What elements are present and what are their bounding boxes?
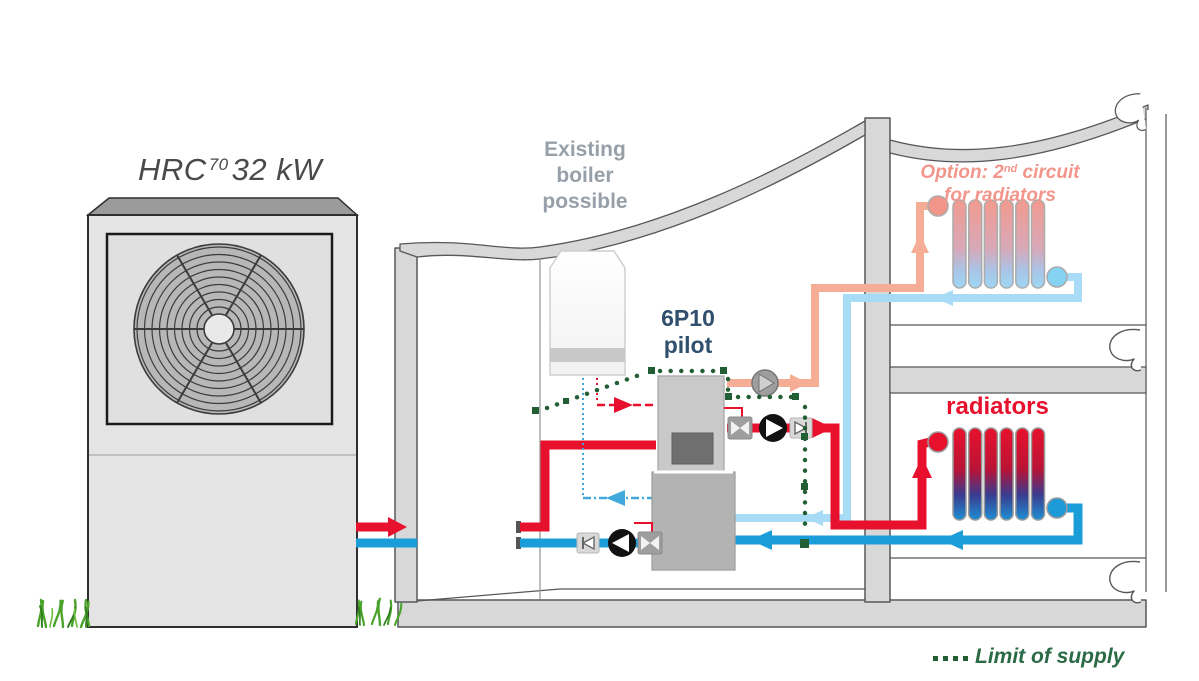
valve-icon <box>634 522 663 555</box>
radiator-inlet <box>927 431 949 453</box>
radiator-main-lower <box>927 427 1068 521</box>
floor-edge-line <box>416 588 888 602</box>
upper-floor <box>889 324 1147 394</box>
floor-curl <box>1109 328 1142 372</box>
limit-dots-icon <box>532 367 809 548</box>
left-wall <box>394 247 418 603</box>
pump-icon <box>751 369 779 397</box>
red-supply-pipe <box>356 418 932 537</box>
pump-icon <box>759 414 787 442</box>
radiator-outlet <box>1046 266 1068 288</box>
right-roof-band <box>889 104 1149 163</box>
radiator-outlet <box>1046 497 1068 519</box>
house-structure <box>394 92 1167 628</box>
existing-boiler <box>549 250 626 376</box>
legend-limit-dots <box>933 656 968 661</box>
grass-icon <box>36 598 91 629</box>
indoor-pilot-unit <box>651 375 736 571</box>
fan-icon <box>133 243 305 415</box>
radiator-inlet <box>927 195 949 217</box>
grass-icon <box>354 597 403 627</box>
check-valve-icon <box>576 532 600 554</box>
heat-pump-outdoor-unit <box>85 197 359 628</box>
ground-slab <box>397 599 1147 628</box>
valve-icon <box>724 407 753 440</box>
radiator-option-upper <box>927 195 1068 289</box>
salmon-option-pipe <box>727 202 930 392</box>
pump-icon <box>608 529 636 557</box>
left-roof-band <box>399 120 866 261</box>
floor-curl <box>1109 560 1142 604</box>
unit-display <box>671 432 714 465</box>
boiler-band <box>550 348 625 362</box>
right-wall <box>1145 108 1167 592</box>
pale-blue-return-pipe <box>727 273 1082 526</box>
